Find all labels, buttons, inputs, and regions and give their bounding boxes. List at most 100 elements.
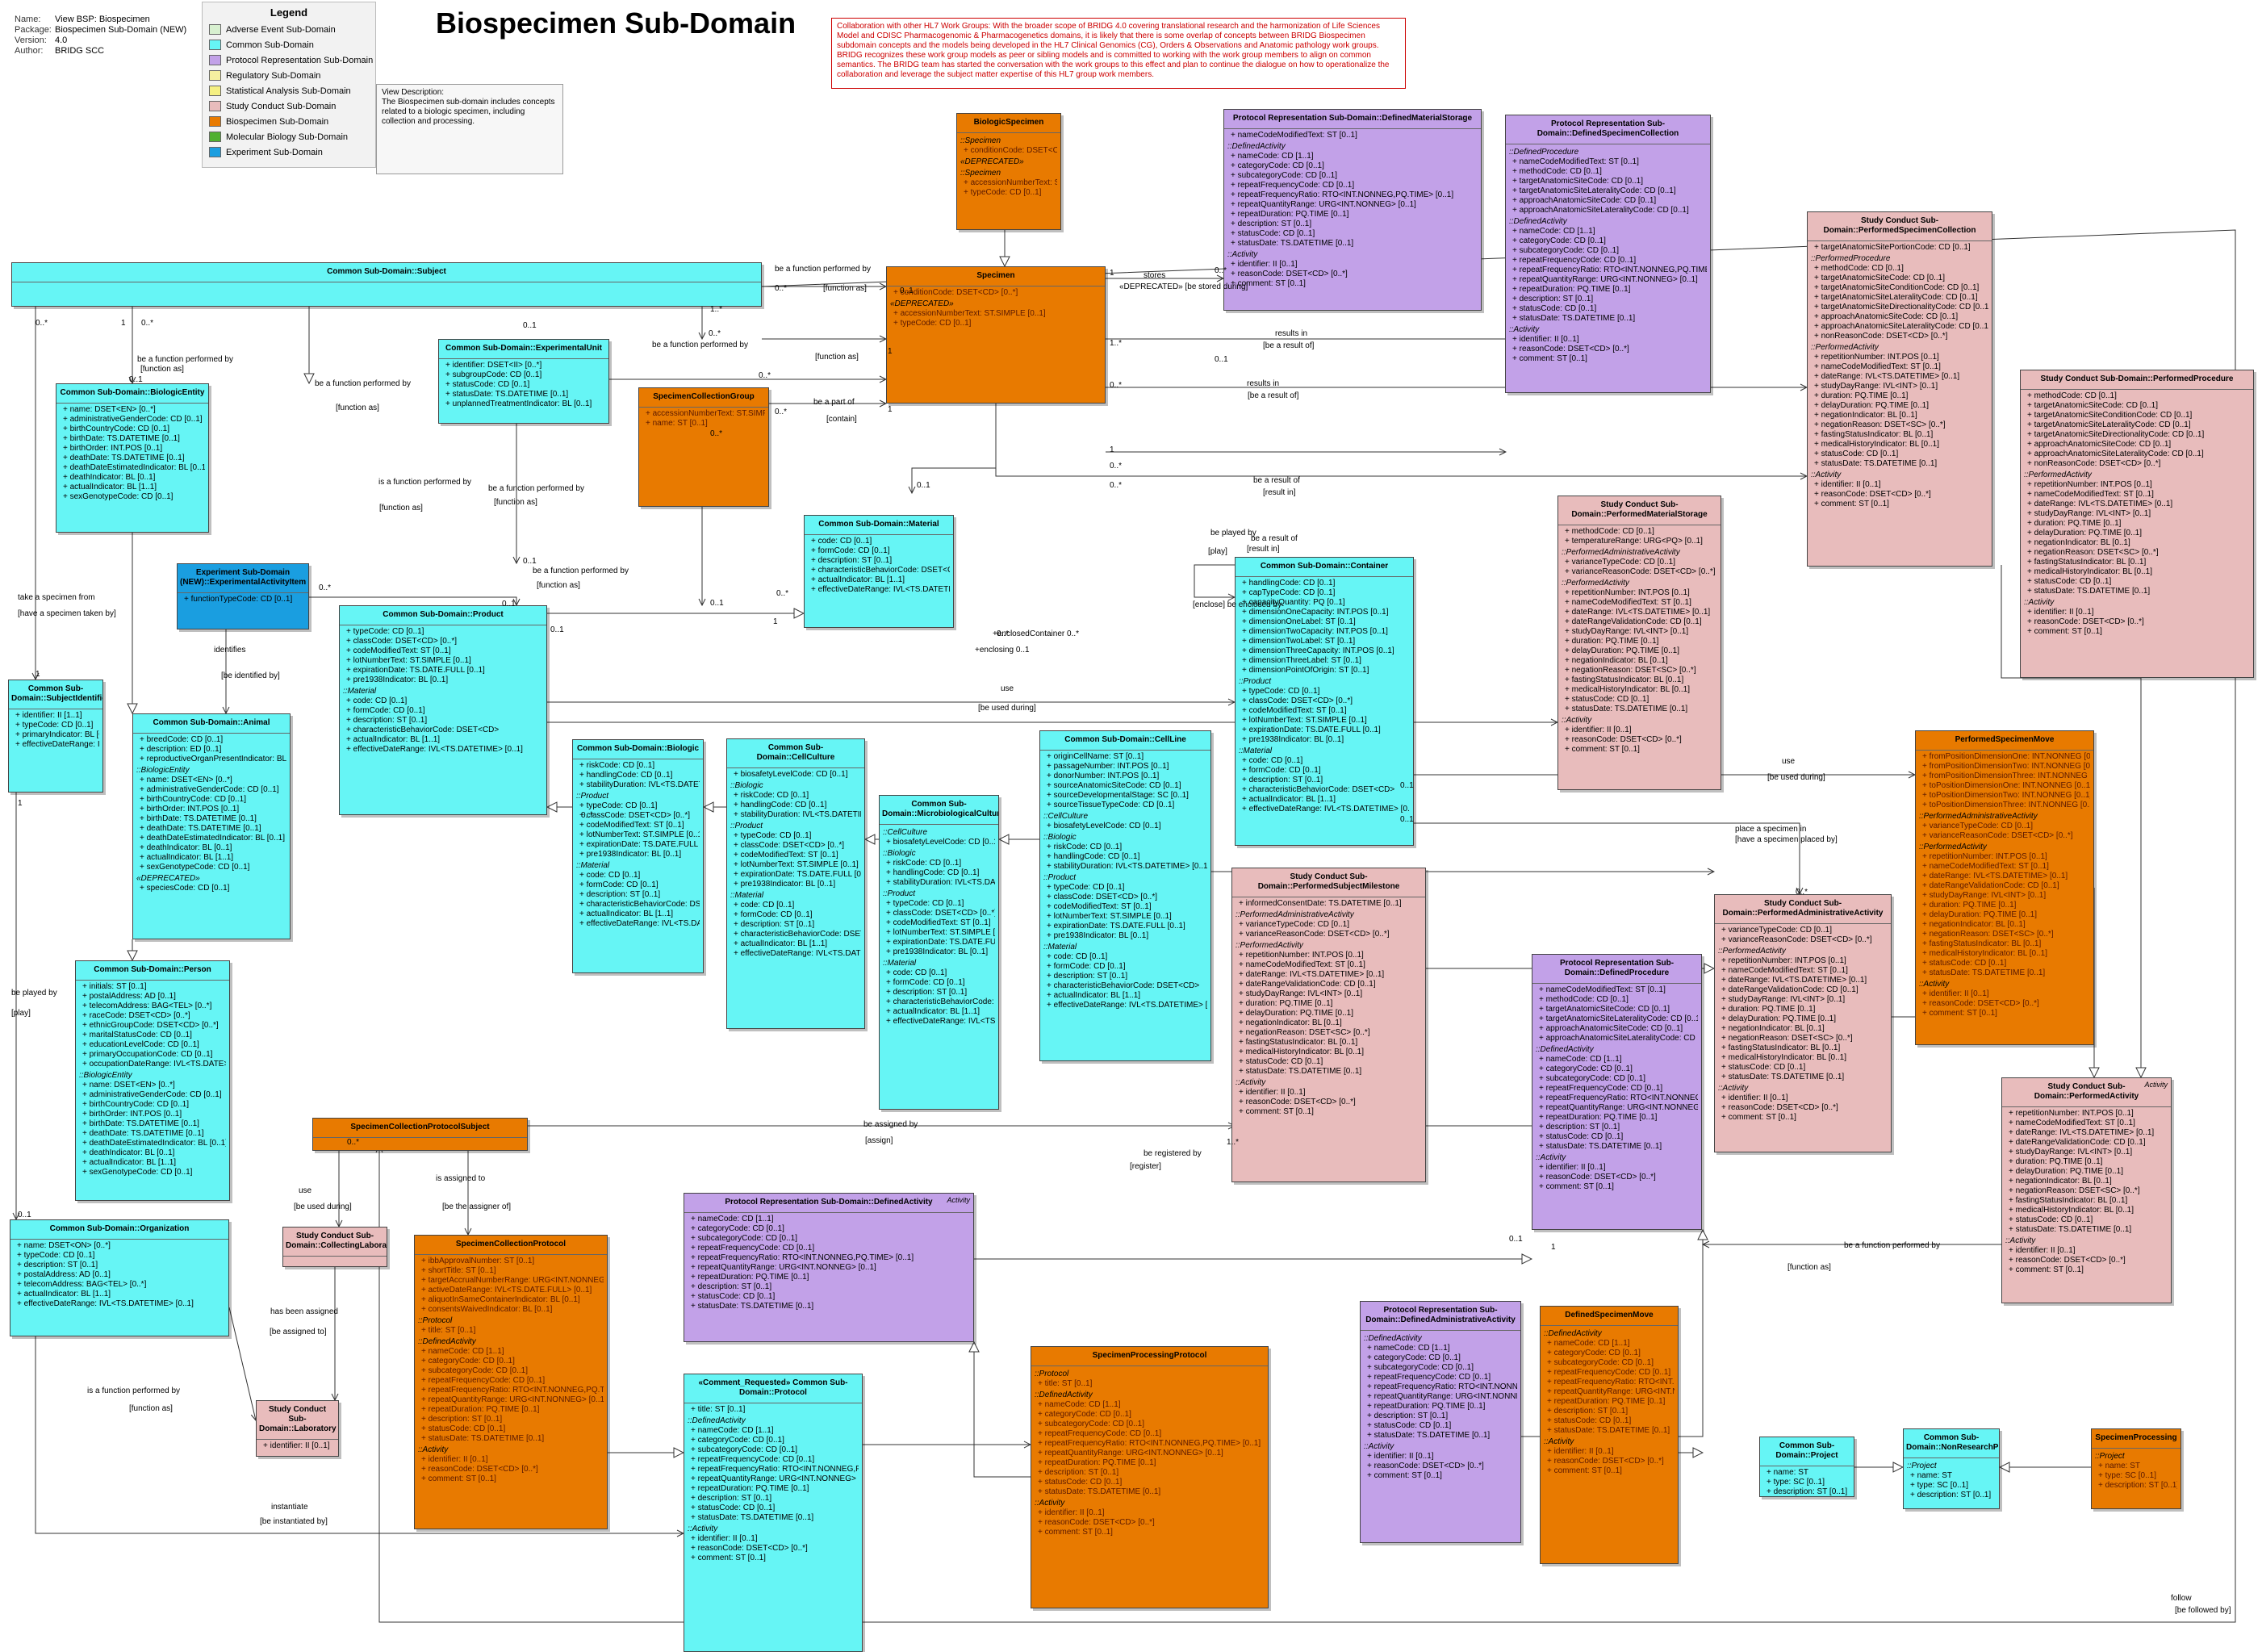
class-box[interactable]: Common Sub-Domain::Person+ initials: ST … [75, 960, 230, 1201]
class-attribute: + name: ST [0..1] [646, 419, 708, 428]
class-attribute: + negationReason: DSET<SC> [0..*] [2027, 548, 2159, 557]
class-attribute: + pre1938Indicator: BL [0..1] [579, 850, 682, 859]
class-box[interactable]: Study Conduct Sub-Domain::CollectingLabo… [282, 1227, 387, 1267]
class-box[interactable]: Common Sub-Domain::Container+ handlingCo… [1235, 557, 1414, 846]
class-box[interactable]: Common Sub-Domain::NonResearchProject::P… [1903, 1428, 2000, 1509]
class-attribute: + description: ST [0..1] [691, 1494, 772, 1503]
class-attribute: + dateRange: IVL<TS.DATETIME> [0..1] [2009, 1128, 2155, 1137]
class-attribute: + targetAnatomicSitePortionCode: CD [0..… [1814, 243, 1971, 252]
class-box[interactable]: Study Conduct Sub-Domain::PerformedSubje… [1231, 868, 1426, 1182]
class-box[interactable]: Common Sub-Domain::SubjectIdentifier+ id… [8, 680, 103, 793]
class-attribute: + sourceDevelopmentalStage: SC [0..1] [1047, 791, 1189, 800]
association-label: [contain] [826, 415, 857, 424]
class-attribute: + accessionNumberText: ST.SIMPLE [0..1] [646, 409, 765, 418]
class-box[interactable]: Study Conduct Sub-Domain::PerformedMater… [1557, 496, 1721, 790]
class-attribute: + subcategoryCode: CD [0..1] [1038, 1420, 1145, 1428]
class-attribute: + repetitionNumber: INT.POS [0..1] [1721, 956, 1846, 965]
legend-swatch [209, 24, 221, 35]
class-name: Common Sub-Domain::CellLine [1040, 731, 1210, 751]
class-attribute: + subcategoryCode: CD [0..1] [1367, 1363, 1474, 1372]
class-box[interactable]: Study Conduct Sub-Domain::Laboratory+ id… [256, 1400, 339, 1457]
class-attribute: + actualIndicator: BL [1..1] [579, 910, 674, 918]
class-attribute: + name: ST [1767, 1468, 1808, 1477]
multiplicity-label: 1 [1110, 269, 1114, 278]
multiplicity-label: 1..* [710, 305, 723, 314]
association-label: [function as] [140, 365, 184, 374]
class-section-label: ::Activity [2005, 1236, 2036, 1245]
class-box[interactable]: Protocol Representation Sub-Domain::Defi… [1505, 115, 1711, 393]
class-box[interactable]: Study Conduct Sub-Domain::PerformedProce… [2020, 370, 2254, 678]
class-box[interactable]: Common Sub-Domain::MicrobiologicalCultur… [879, 795, 999, 1110]
class-attribute: + targetAnatomicSiteCode: CD [0..1] [1814, 274, 1946, 282]
class-section-label: ::DefinedActivity [1544, 1329, 1602, 1338]
class-box[interactable]: PerformedSpecimenMove+ fromPositionDimen… [1915, 730, 2094, 1045]
legend-item: Molecular Biology Sub-Domain [209, 129, 375, 144]
class-attribute: + unplannedTreatmentIndicator: BL [0..1] [445, 399, 592, 408]
class-attribute: + targetAnatomicSiteCode: CD [0..1] [1512, 177, 1644, 186]
class-attribute: + statusDate: TS.DATETIME [0..1] [1239, 1067, 1362, 1076]
class-box[interactable]: Experiment Sub-Domain (NEW)::Experimenta… [177, 563, 309, 629]
class-attribute: + comment: ST [0..1] [1231, 279, 1306, 288]
class-section-label: ::Activity [1509, 325, 1540, 334]
class-attribute: + dateRangeValidationCode: CD [0..1] [1239, 980, 1376, 989]
class-box[interactable]: SpecimenProcessingProtocol::Protocol+ ti… [1031, 1346, 1269, 1608]
association-label: results in [1247, 379, 1280, 388]
class-attribute: + riskCode: CD [0..1] [886, 859, 962, 868]
class-attribute: + nameCode: CD [1..1] [1231, 152, 1314, 161]
class-attribute: + classCode: DSET<CD> [0..*] [734, 841, 845, 850]
class-box[interactable]: Common Sub-Domain::ExperimentalUnit+ ide… [438, 339, 609, 424]
class-attribute: + postalAddress: AD [0..1] [82, 992, 176, 1001]
class-box[interactable]: BiologicSpecimen::Specimen+ conditionCod… [956, 113, 1061, 230]
class-box[interactable]: Common Sub-Domain::BiologicEntity+ name:… [56, 383, 209, 533]
class-box[interactable]: Common Sub-Domain::Material+ code: CD [0… [804, 515, 954, 628]
legend-item: Regulatory Sub-Domain [209, 68, 375, 83]
class-box[interactable]: Protocol Representation Sub-Domain::Defi… [1223, 109, 1482, 311]
meta-value: View BSP: Biospecimen [55, 15, 150, 24]
class-attribute: + ethnicGroupCode: DSET<CD> [0..*] [82, 1021, 219, 1030]
class-section-label: ::PerformedActivity [1919, 843, 1987, 851]
class-box[interactable]: DefinedSpecimenMove::DefinedActivity+ na… [1540, 1306, 1679, 1564]
class-box[interactable]: Common Sub-Domain::Product+ typeCode: CD… [339, 605, 547, 815]
legend-swatch [209, 40, 221, 50]
class-box[interactable]: Common Sub-Domain::CellLine+ originCellN… [1039, 730, 1211, 1061]
association-label: [have a specimen placed by] [1735, 835, 1838, 844]
class-name: Common Sub-Domain::Subject [12, 263, 761, 282]
class-attribute: + dimensionTwoCapacity: INT.POS [0..1] [1242, 627, 1388, 636]
class-box[interactable]: Common Sub-Domain::Biologic+ riskCode: C… [572, 739, 704, 973]
class-box[interactable]: Common Sub-Domain::Subject [11, 262, 762, 307]
class-box[interactable]: Specimen+ conditionCode: DSET<CD> [0..*]… [886, 266, 1106, 404]
class-attribute: + toPositionDimensionTwo: INT.NONNEG [0.… [1922, 791, 2090, 800]
class-box[interactable]: «Comment_Requested» Common Sub-Domain::P… [684, 1374, 863, 1652]
legend-label: Adverse Event Sub-Domain [226, 24, 336, 35]
class-attribute: + duration: PQ.TIME [0..1] [1721, 1005, 1816, 1014]
multiplicity-label: 0..* [1796, 888, 1808, 897]
class-box[interactable]: Study Conduct Sub-Domain::PerformedAdmin… [1714, 894, 1892, 1152]
class-box[interactable]: Common Sub-Domain::CellCulture+ biosafet… [726, 738, 865, 1029]
multiplicity-label: 0..* [997, 629, 1010, 638]
multiplicity-label: 0..* [36, 319, 48, 328]
generalization-line [2001, 565, 2141, 1077]
class-box[interactable]: SpecimenCollectionGroup+ accessionNumber… [638, 387, 769, 507]
class-attribute: + actualIndicator: BL [1..1] [140, 853, 234, 862]
class-attribute: + statusCode: CD [0..1] [2027, 577, 2112, 586]
class-attribute: + capacityQuantity: PQ [0..1] [1242, 598, 1345, 607]
class-attribute: + codeModifiedText: ST [0..1] [886, 918, 991, 927]
class-box[interactable]: Common Sub-Domain::Animal+ breedCode: CD… [132, 713, 291, 939]
class-attribute: + medicalHistoryIndicator: BL [0..1] [2027, 567, 2152, 576]
class-attribute: + accessionNumberText: ST.SIMPLE [0..1] [893, 309, 1046, 318]
class-attribute: + comment: ST [0..1] [1922, 1009, 1997, 1018]
class-box[interactable]: Common Sub-Domain::Organization+ name: D… [10, 1219, 229, 1336]
class-attribute: + effectiveDateRange: IVL<TS.DATETIME> [… [811, 585, 950, 594]
class-attribute: + description: ST [0..1] [1539, 1123, 1620, 1131]
class-box[interactable]: Common Sub-Domain::Project+ name: ST+ ty… [1759, 1437, 1854, 1497]
class-attribute: + nameCode: CD [1..1] [691, 1426, 774, 1435]
class-box[interactable]: SpecimenProcessing::Project+ name: ST+ t… [2091, 1428, 2181, 1509]
class-attribute: + handlingCode: CD [0..1] [1047, 852, 1140, 861]
class-box[interactable]: Protocol Representation Sub-Domain::Defi… [1532, 954, 1702, 1230]
class-box[interactable]: Study Conduct Sub-Domain::PerformedSpeci… [1807, 211, 1992, 567]
class-box[interactable]: Protocol Representation Sub-Domain::Defi… [1360, 1301, 1521, 1543]
class-box[interactable]: SpecimenCollectionProtocol+ ibbApprovalN… [414, 1235, 608, 1529]
class-box[interactable]: SpecimenCollectionProtocolSubject [312, 1118, 528, 1151]
